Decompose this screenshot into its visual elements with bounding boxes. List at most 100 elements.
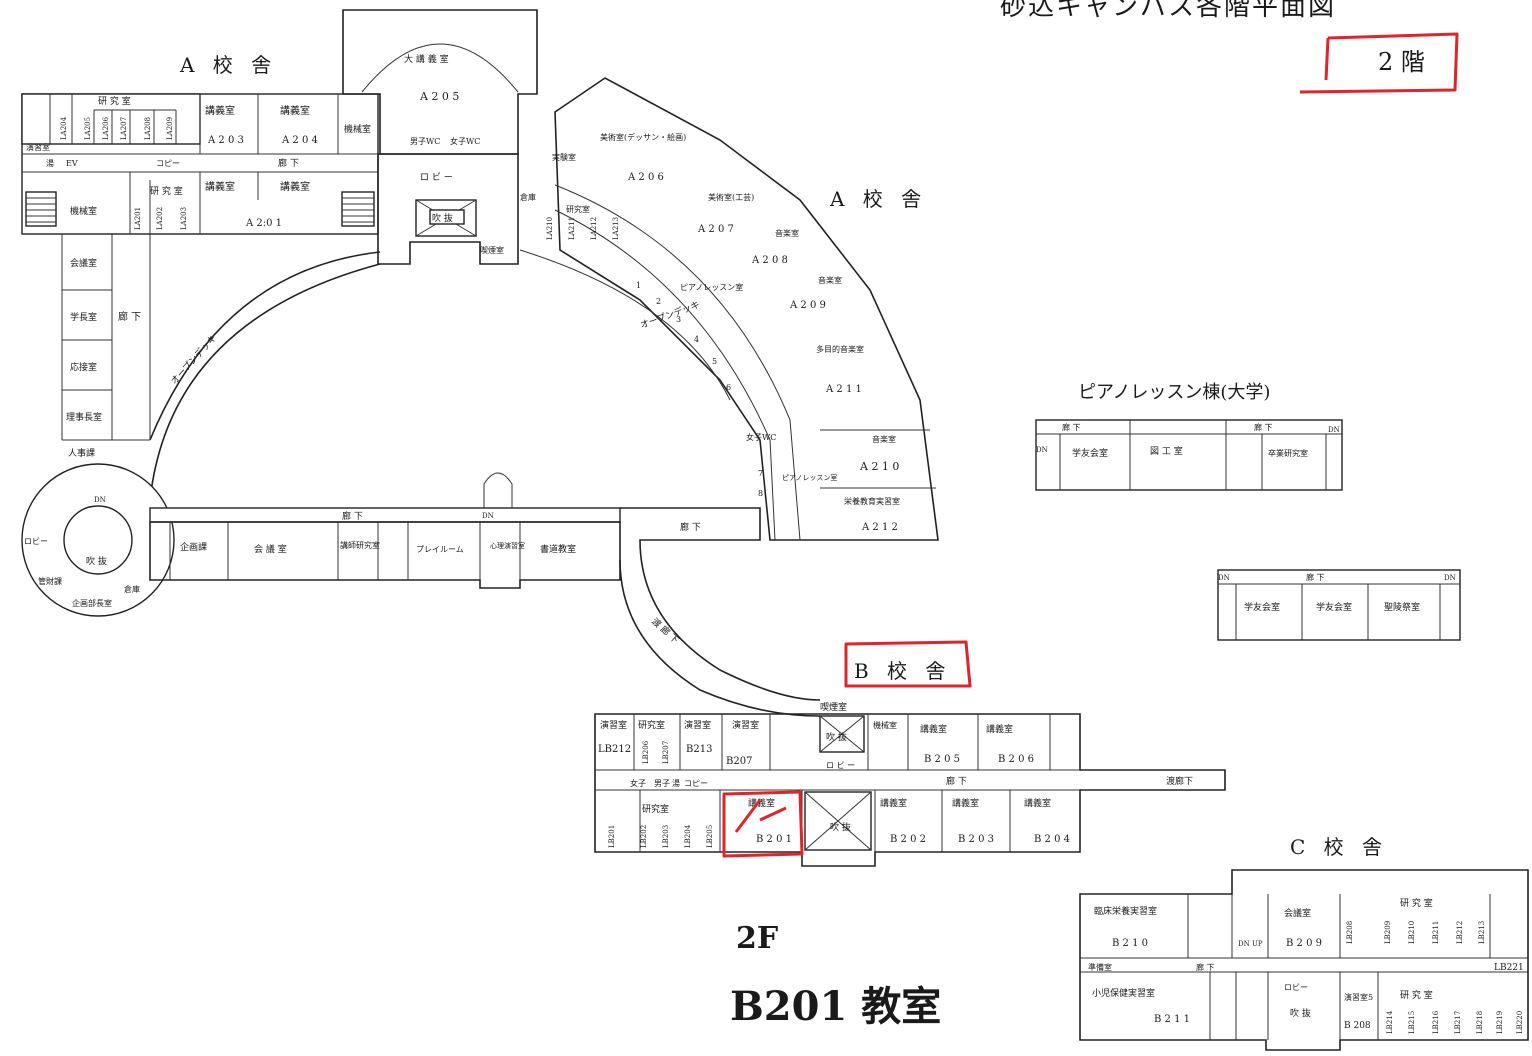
room-code-la212: LA212 — [590, 217, 598, 240]
room-b205: B 2 0 5 — [924, 754, 960, 765]
lecture-b204: 講義室 — [1024, 797, 1051, 809]
room-code-lb204: LB204 — [684, 824, 692, 848]
room-a205: A 2 0 5 — [419, 90, 459, 103]
storage-round: 倉庫 — [124, 584, 140, 594]
multipurpose-music-room: 多目的音楽室 — [816, 344, 864, 354]
music-room-a210: 音楽室 — [872, 434, 896, 444]
piano-lesson-label: ピアノレッスン室 — [680, 282, 743, 292]
b-building-label: B 校 舎 — [854, 659, 951, 683]
practice-room-8: 8 — [758, 489, 763, 498]
corridor-piano-2: 廊 下 — [1254, 422, 1273, 432]
room-code-la204: LA204 — [60, 116, 68, 140]
seminar-lb212: 演習室 — [600, 719, 627, 731]
a-building-label-left: A 校 舎 — [179, 53, 277, 77]
lecture-b205: 講義室 — [920, 723, 947, 735]
lab-room-arc: 実験室 — [552, 152, 576, 162]
seminar-b213: 演習室 — [684, 719, 711, 731]
room-code-lb217: LB217 — [1454, 1011, 1462, 1034]
room-code-la213: LA213 — [612, 217, 620, 240]
a-building-arc: 実験室 美術室(デッサン・絵画) A 2 0 6 美術室(工芸) A 2 0 7… — [520, 77, 939, 541]
men-wc-a: 男子WC — [410, 137, 440, 146]
lobby-round: ロビー — [24, 537, 48, 546]
room-code-lb210: LB210 — [1408, 921, 1416, 944]
room-code-lb201: LB201 — [608, 825, 616, 848]
room-code-lb203: LB203 — [662, 825, 670, 848]
machine-room-a: 機械室 — [344, 123, 371, 135]
room-b210: B 2 1 0 — [1112, 938, 1148, 949]
corridor-a-top: 廊 下 — [278, 157, 299, 169]
room-code-lb219: LB219 — [1496, 1011, 1504, 1034]
room-code-lb216: LB216 — [1432, 1010, 1440, 1034]
child-health-lab: 小児保健実習室 — [1092, 987, 1155, 999]
c-building-label: C 校 舎 — [1290, 835, 1388, 859]
floor-label: 2 階 — [1378, 48, 1425, 76]
art-room-2: 美術室(工芸) — [708, 192, 754, 202]
room-code-lb220: LB220 — [1516, 1011, 1524, 1034]
president-room: 学長室 — [70, 311, 97, 323]
room-a209: A 2 0 9 — [789, 300, 826, 311]
corridor-vertical: 廊 下 — [118, 310, 141, 323]
lab-c-bottom: 研 究 室 — [1400, 989, 1433, 1001]
room-code-lb215: LB215 — [1408, 1011, 1416, 1034]
elevator-a: EV — [66, 159, 78, 168]
room-b208: B 208 — [1344, 1021, 1371, 1031]
c-building: C 校 舎 臨床栄養実習室 B 2 1 0 準備室 小児保健実習室 B 2 1 … — [1079, 835, 1529, 1051]
practice-room-3: 3 — [676, 315, 681, 324]
room-a203: A 2 0 3 — [207, 135, 244, 146]
women-wc-arc: 女子WC — [746, 432, 776, 442]
lobby-c: ロビー — [1284, 983, 1308, 992]
room-a201: A 2:0 1 — [245, 218, 282, 229]
prep-room-c: 準備室 — [1088, 962, 1112, 972]
room-code-lb212: LB212 — [1456, 921, 1464, 944]
seminar-room-a: 演習室 — [26, 142, 50, 152]
room-code-lb206: LB206 — [642, 740, 650, 764]
atrium-round: 吹 抜 — [86, 555, 107, 567]
copy-room-b: コピー — [684, 779, 708, 788]
room-code-lb205: LB205 — [706, 825, 714, 848]
lecture-b202: 講義室 — [880, 797, 907, 809]
room-a207: A 2 0 7 — [697, 224, 734, 235]
drawing-room: 図 工 室 — [1150, 445, 1183, 457]
room-code-lb213: LB213 — [1478, 921, 1486, 944]
room-code-lb211: LB211 — [1432, 921, 1440, 944]
play-room: プレイルーム — [416, 545, 464, 554]
music-room-a209: 音楽室 — [818, 275, 842, 285]
machine-room-a2: 機械室 — [70, 205, 97, 217]
room-code-la210: LA210 — [546, 217, 554, 240]
corridor-c: 廊 下 — [1196, 962, 1215, 972]
student-council-room: 学友会室 — [1072, 447, 1108, 459]
calligraphy-room: 書道教室 — [540, 543, 576, 555]
atrium-a: 吹 抜 — [432, 212, 453, 224]
room-b201: B 2 0 1 — [756, 834, 792, 845]
seminar-room-5: 演習室5 — [1344, 992, 1373, 1002]
room-a211: A 2 1 1 — [825, 384, 862, 395]
room-a210: A 2 1 0 — [859, 460, 899, 473]
festival-room: 聖陵祭室 — [1384, 601, 1420, 613]
psychology-room: 心理演習室 — [490, 541, 525, 550]
piano-building-label: ピアノレッスン棟(大学) — [1078, 382, 1270, 403]
lecture-b201: 講義室 — [748, 797, 775, 809]
student-council-room-3: 学友会室 — [1316, 601, 1352, 613]
dn-round: DN — [94, 496, 106, 504]
lab-label-a-bottom: 研 究 室 — [150, 185, 183, 197]
b201-highlight — [722, 790, 804, 858]
corridor-piano-1: 廊 下 — [1062, 422, 1081, 432]
planning-director-room: 企画部長室 — [72, 598, 112, 608]
b-building-highlight — [844, 640, 972, 688]
b-building: B 校 舎 演習室 LB212 研究室 演習室 B213 演習室 B207 喫煙… — [594, 640, 1226, 867]
student-council-room-2: 学友会室 — [1244, 601, 1280, 613]
a-building-left: A 校 舎 研 究 室 講義室 A 2 0 3 講義室 — [21, 53, 379, 459]
room-a208: A 2 0 8 — [751, 255, 788, 266]
storage-arc: 倉庫 — [520, 192, 536, 202]
lab-b-top: 研究室 — [638, 719, 665, 731]
lab-c-top: 研 究 室 — [1400, 897, 1433, 909]
practice-room-5: 5 — [712, 357, 717, 366]
open-deck: オープンデッキ オープンデッキ — [149, 249, 731, 501]
lecturer-room-1: 講師研究室 — [340, 540, 380, 550]
men-wc-b: 男子 — [654, 779, 670, 788]
nutrition-lab: 栄養教育実習室 — [844, 496, 900, 506]
room-b202: B 2 0 2 — [890, 834, 926, 845]
club-building: 廊 下 学友会室 学友会室 聖陵祭室 DN DN — [1217, 569, 1461, 641]
